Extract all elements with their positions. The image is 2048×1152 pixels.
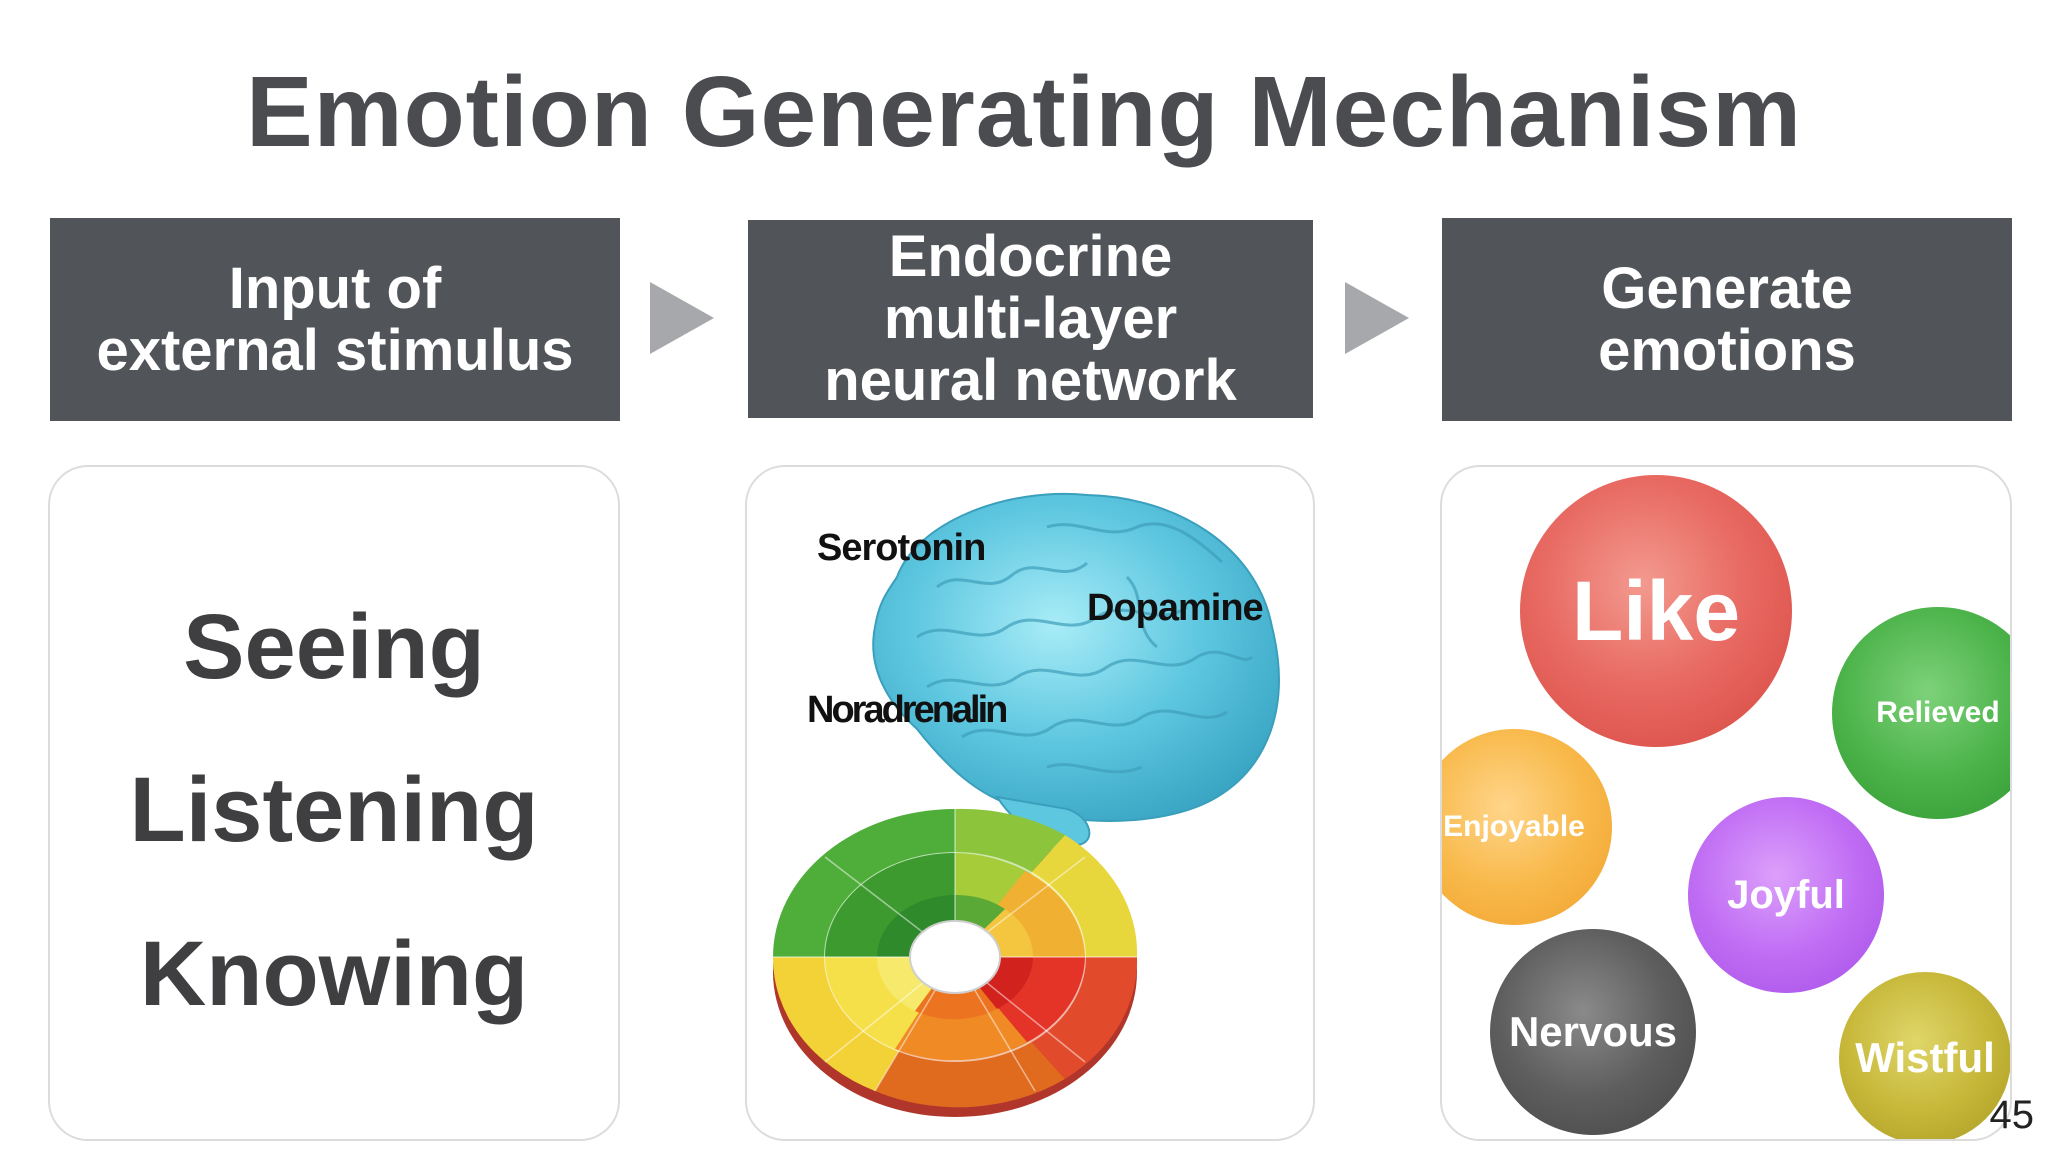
emotion-nervous-bubble: Nervous bbox=[1490, 929, 1696, 1135]
step-network-line-2: multi-layer bbox=[883, 286, 1178, 351]
emotions-panel: Like Relieved Enjoyable Joyful Nervous W… bbox=[1440, 465, 2012, 1141]
step-emotions-box: Generate emotions bbox=[1442, 218, 2012, 421]
flow-arrow-icon bbox=[650, 282, 714, 354]
stimulus-seeing: Seeing bbox=[183, 596, 485, 698]
step-input-line-1: Input of bbox=[228, 255, 442, 321]
page-number: 45 bbox=[1989, 1093, 2035, 1137]
step-input-line-2: external stimulus bbox=[96, 317, 574, 383]
step-network-line-1: Endocrine bbox=[888, 224, 1173, 289]
emotion-wistful-bubble: Wistful bbox=[1839, 972, 2010, 1139]
step-emotions-line-1: Generate bbox=[1601, 255, 1853, 321]
emotion-enjoyable-bubble: Enjoyable bbox=[1442, 729, 1612, 925]
brain-shape bbox=[872, 492, 1280, 822]
hormone-dopamine: Dopamine bbox=[1087, 587, 1264, 629]
emotion-joyful-bubble: Joyful bbox=[1688, 797, 1884, 993]
hormone-serotonin: Serotonin bbox=[817, 527, 986, 569]
flow-arrow-icon bbox=[1345, 282, 1409, 354]
neural-network-panel: Serotonin Dopamine Noradrenalin bbox=[745, 465, 1315, 1141]
stimulus-listening: Listening bbox=[129, 759, 539, 861]
step-input-box: Input of external stimulus bbox=[50, 218, 620, 421]
step-network-line-3: neural network bbox=[824, 348, 1237, 413]
step-emotions-line-2: emotions bbox=[1598, 317, 1856, 383]
stimulus-knowing: Knowing bbox=[139, 923, 529, 1025]
step-network-box: Endocrine multi-layer neural network bbox=[748, 220, 1313, 418]
stimulus-panel: Seeing Listening Knowing bbox=[48, 465, 620, 1141]
emotion-ring-diagram bbox=[772, 808, 1138, 1117]
slide-title: Emotion Generating Mechanism bbox=[245, 56, 1803, 168]
emotion-relieved-bubble: Relieved bbox=[1832, 607, 2010, 819]
hormone-noradrenalin: Noradrenalin bbox=[807, 689, 1008, 731]
emotion-like-bubble: Like bbox=[1520, 475, 1792, 747]
brain-illustration bbox=[872, 492, 1280, 847]
